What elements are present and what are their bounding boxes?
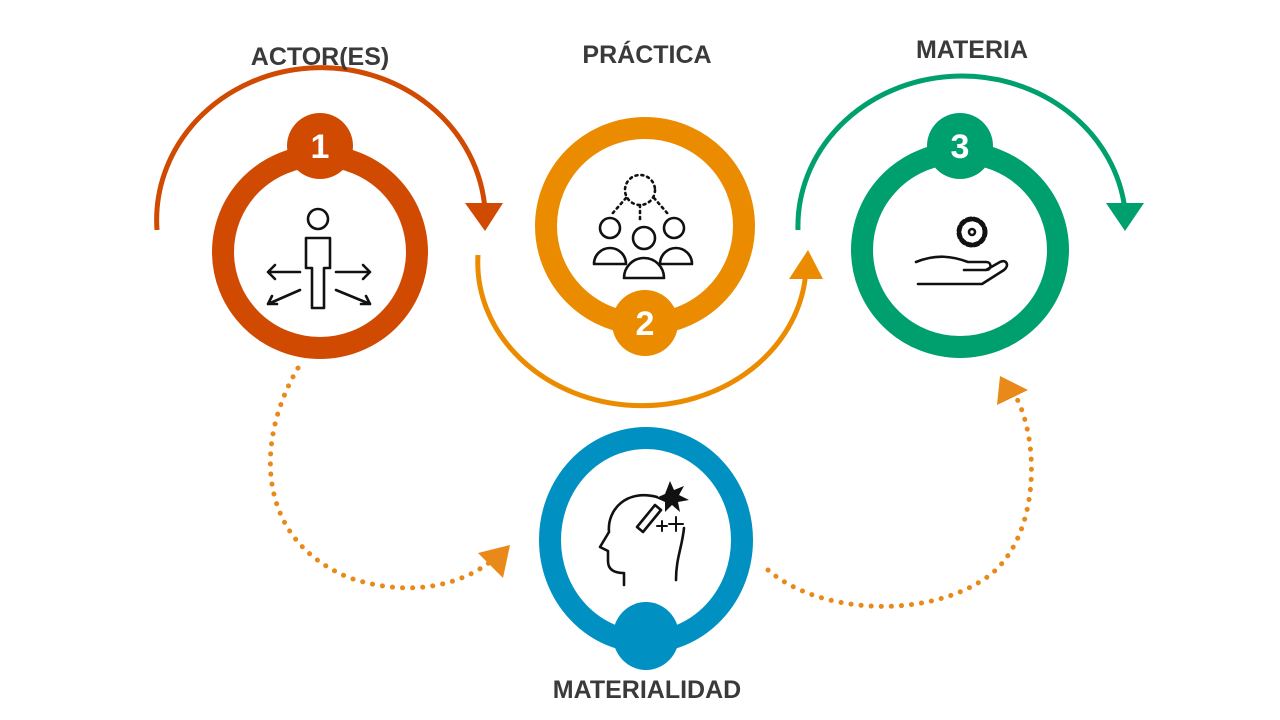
materialidad-circle — [539, 427, 753, 670]
arc-actor-to-practica — [154, 65, 488, 231]
dotted-arc-left — [267, 365, 493, 591]
materialidad-label: MATERIALIDAD — [552, 676, 742, 704]
dotted-arc-right — [765, 392, 1034, 609]
arc-materia-out — [795, 73, 1128, 231]
step-1-circle: 1 — [212, 113, 428, 359]
dotted-arrowhead-right — [997, 376, 1028, 405]
step-3-number: 3 — [951, 128, 970, 166]
step-1-label: ACTOR(ES) — [250, 43, 390, 71]
dotted-arrowhead-left — [478, 545, 510, 578]
step-1-number: 1 — [311, 128, 330, 166]
arrowhead-3 — [1106, 203, 1144, 231]
arc-practica-to-materia — [475, 254, 809, 409]
person-arrows-icon — [266, 207, 372, 310]
step-2-number: 2 — [636, 305, 655, 343]
arrowhead-2 — [789, 250, 823, 279]
hand-gear-icon — [914, 216, 1009, 286]
step-2-label: PRÁCTICA — [582, 41, 712, 69]
head-magic-wand-icon — [598, 481, 689, 587]
step-3-label: MATERIA — [915, 36, 1029, 64]
group-network-icon — [592, 173, 694, 280]
step-3-circle: 3 — [851, 113, 1069, 358]
step-2-circle: 2 — [535, 117, 755, 356]
arrowhead-1 — [465, 203, 503, 231]
